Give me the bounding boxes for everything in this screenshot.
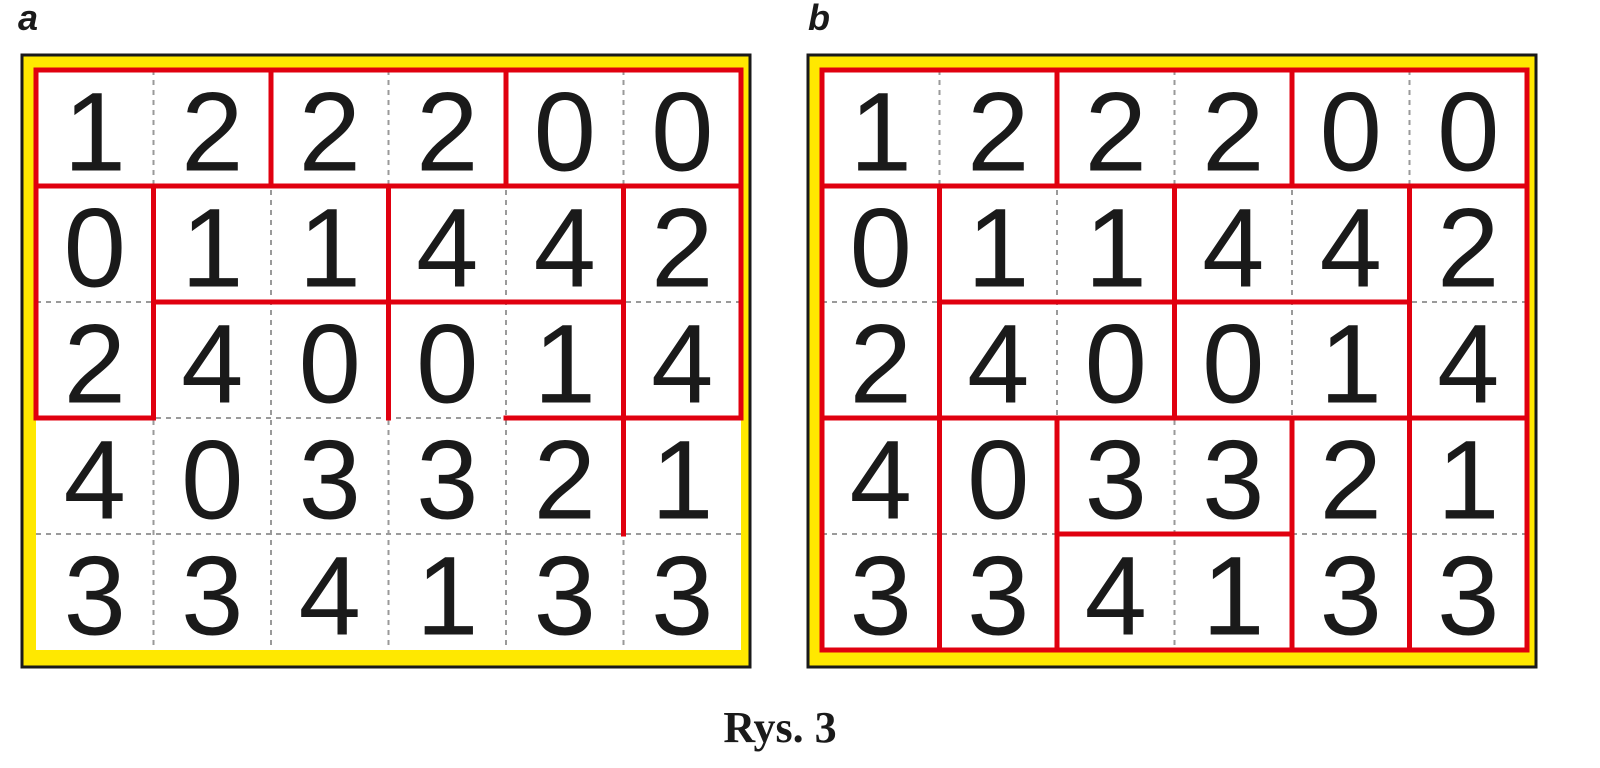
cell-digit: 1 xyxy=(651,418,713,543)
cell-digit: 1 xyxy=(1437,418,1499,543)
cell-digit: 3 xyxy=(181,534,243,659)
cell-digit: 2 xyxy=(1320,418,1382,543)
region-boundaries xyxy=(33,67,744,537)
cell-digit: 3 xyxy=(534,534,596,659)
cell-digit: 3 xyxy=(850,534,912,659)
panel-label-b: b xyxy=(808,0,830,38)
cell-digit: 2 xyxy=(534,418,596,543)
cell-digit: 3 xyxy=(1437,534,1499,659)
cell-digit: 0 xyxy=(64,186,126,311)
cell-digit: 3 xyxy=(1202,418,1264,543)
cell-digit: 0 xyxy=(1085,302,1147,427)
region-boundaries xyxy=(819,67,1530,653)
cell-digit: 3 xyxy=(416,418,478,543)
cell-digit: 4 xyxy=(299,534,361,659)
cell-digit: 4 xyxy=(1437,302,1499,427)
cell-digit: 2 xyxy=(299,70,361,195)
cell-digit: 0 xyxy=(850,186,912,311)
cell-digit: 1 xyxy=(416,534,478,659)
cell-digit: 0 xyxy=(651,70,713,195)
cell-digit: 3 xyxy=(64,534,126,659)
cell-digit: 3 xyxy=(651,534,713,659)
cell-digit: 0 xyxy=(416,302,478,427)
cell-digit: 1 xyxy=(64,70,126,195)
cell-digit: 2 xyxy=(64,302,126,427)
cell-digit: 1 xyxy=(850,70,912,195)
cell-digit: 2 xyxy=(651,186,713,311)
cell-digit: 4 xyxy=(416,186,478,311)
cell-digit: 1 xyxy=(534,302,596,427)
cell-digit: 0 xyxy=(299,302,361,427)
cell-digit: 1 xyxy=(1202,534,1264,659)
cell-digit: 2 xyxy=(1202,70,1264,195)
cell-digit: 0 xyxy=(967,418,1029,543)
cell-digit: 1 xyxy=(1085,186,1147,311)
cell-digit: 4 xyxy=(1085,534,1147,659)
cell-digit: 2 xyxy=(181,70,243,195)
cell-digit: 3 xyxy=(1320,534,1382,659)
cell-digit: 0 xyxy=(1437,70,1499,195)
cell-digit: 1 xyxy=(1320,302,1382,427)
cell-digit: 1 xyxy=(967,186,1029,311)
cell-digit: 4 xyxy=(64,418,126,543)
cell-digit: 4 xyxy=(1202,186,1264,311)
cell-digit: 0 xyxy=(181,418,243,543)
cell-digit: 2 xyxy=(1085,70,1147,195)
cell-digit: 4 xyxy=(850,418,912,543)
cell-digit: 0 xyxy=(1202,302,1264,427)
cell-digit: 3 xyxy=(299,418,361,543)
cell-digit: 0 xyxy=(534,70,596,195)
cell-digit: 1 xyxy=(299,186,361,311)
cell-digit: 3 xyxy=(967,534,1029,659)
panel-label-a: a xyxy=(18,0,38,38)
cell-digit: 4 xyxy=(534,186,596,311)
cell-digit: 1 xyxy=(181,186,243,311)
cell-digit: 2 xyxy=(850,302,912,427)
cell-digit: 2 xyxy=(1437,186,1499,311)
caption: Rys. 3 xyxy=(723,703,836,752)
cell-digit: 4 xyxy=(651,302,713,427)
cell-digit: 4 xyxy=(967,302,1029,427)
cell-digit: 2 xyxy=(416,70,478,195)
cell-digit: 2 xyxy=(967,70,1029,195)
cell-digit: 4 xyxy=(1320,186,1382,311)
cell-digit: 3 xyxy=(1085,418,1147,543)
cell-digit: 4 xyxy=(181,302,243,427)
cell-digit: 0 xyxy=(1320,70,1382,195)
